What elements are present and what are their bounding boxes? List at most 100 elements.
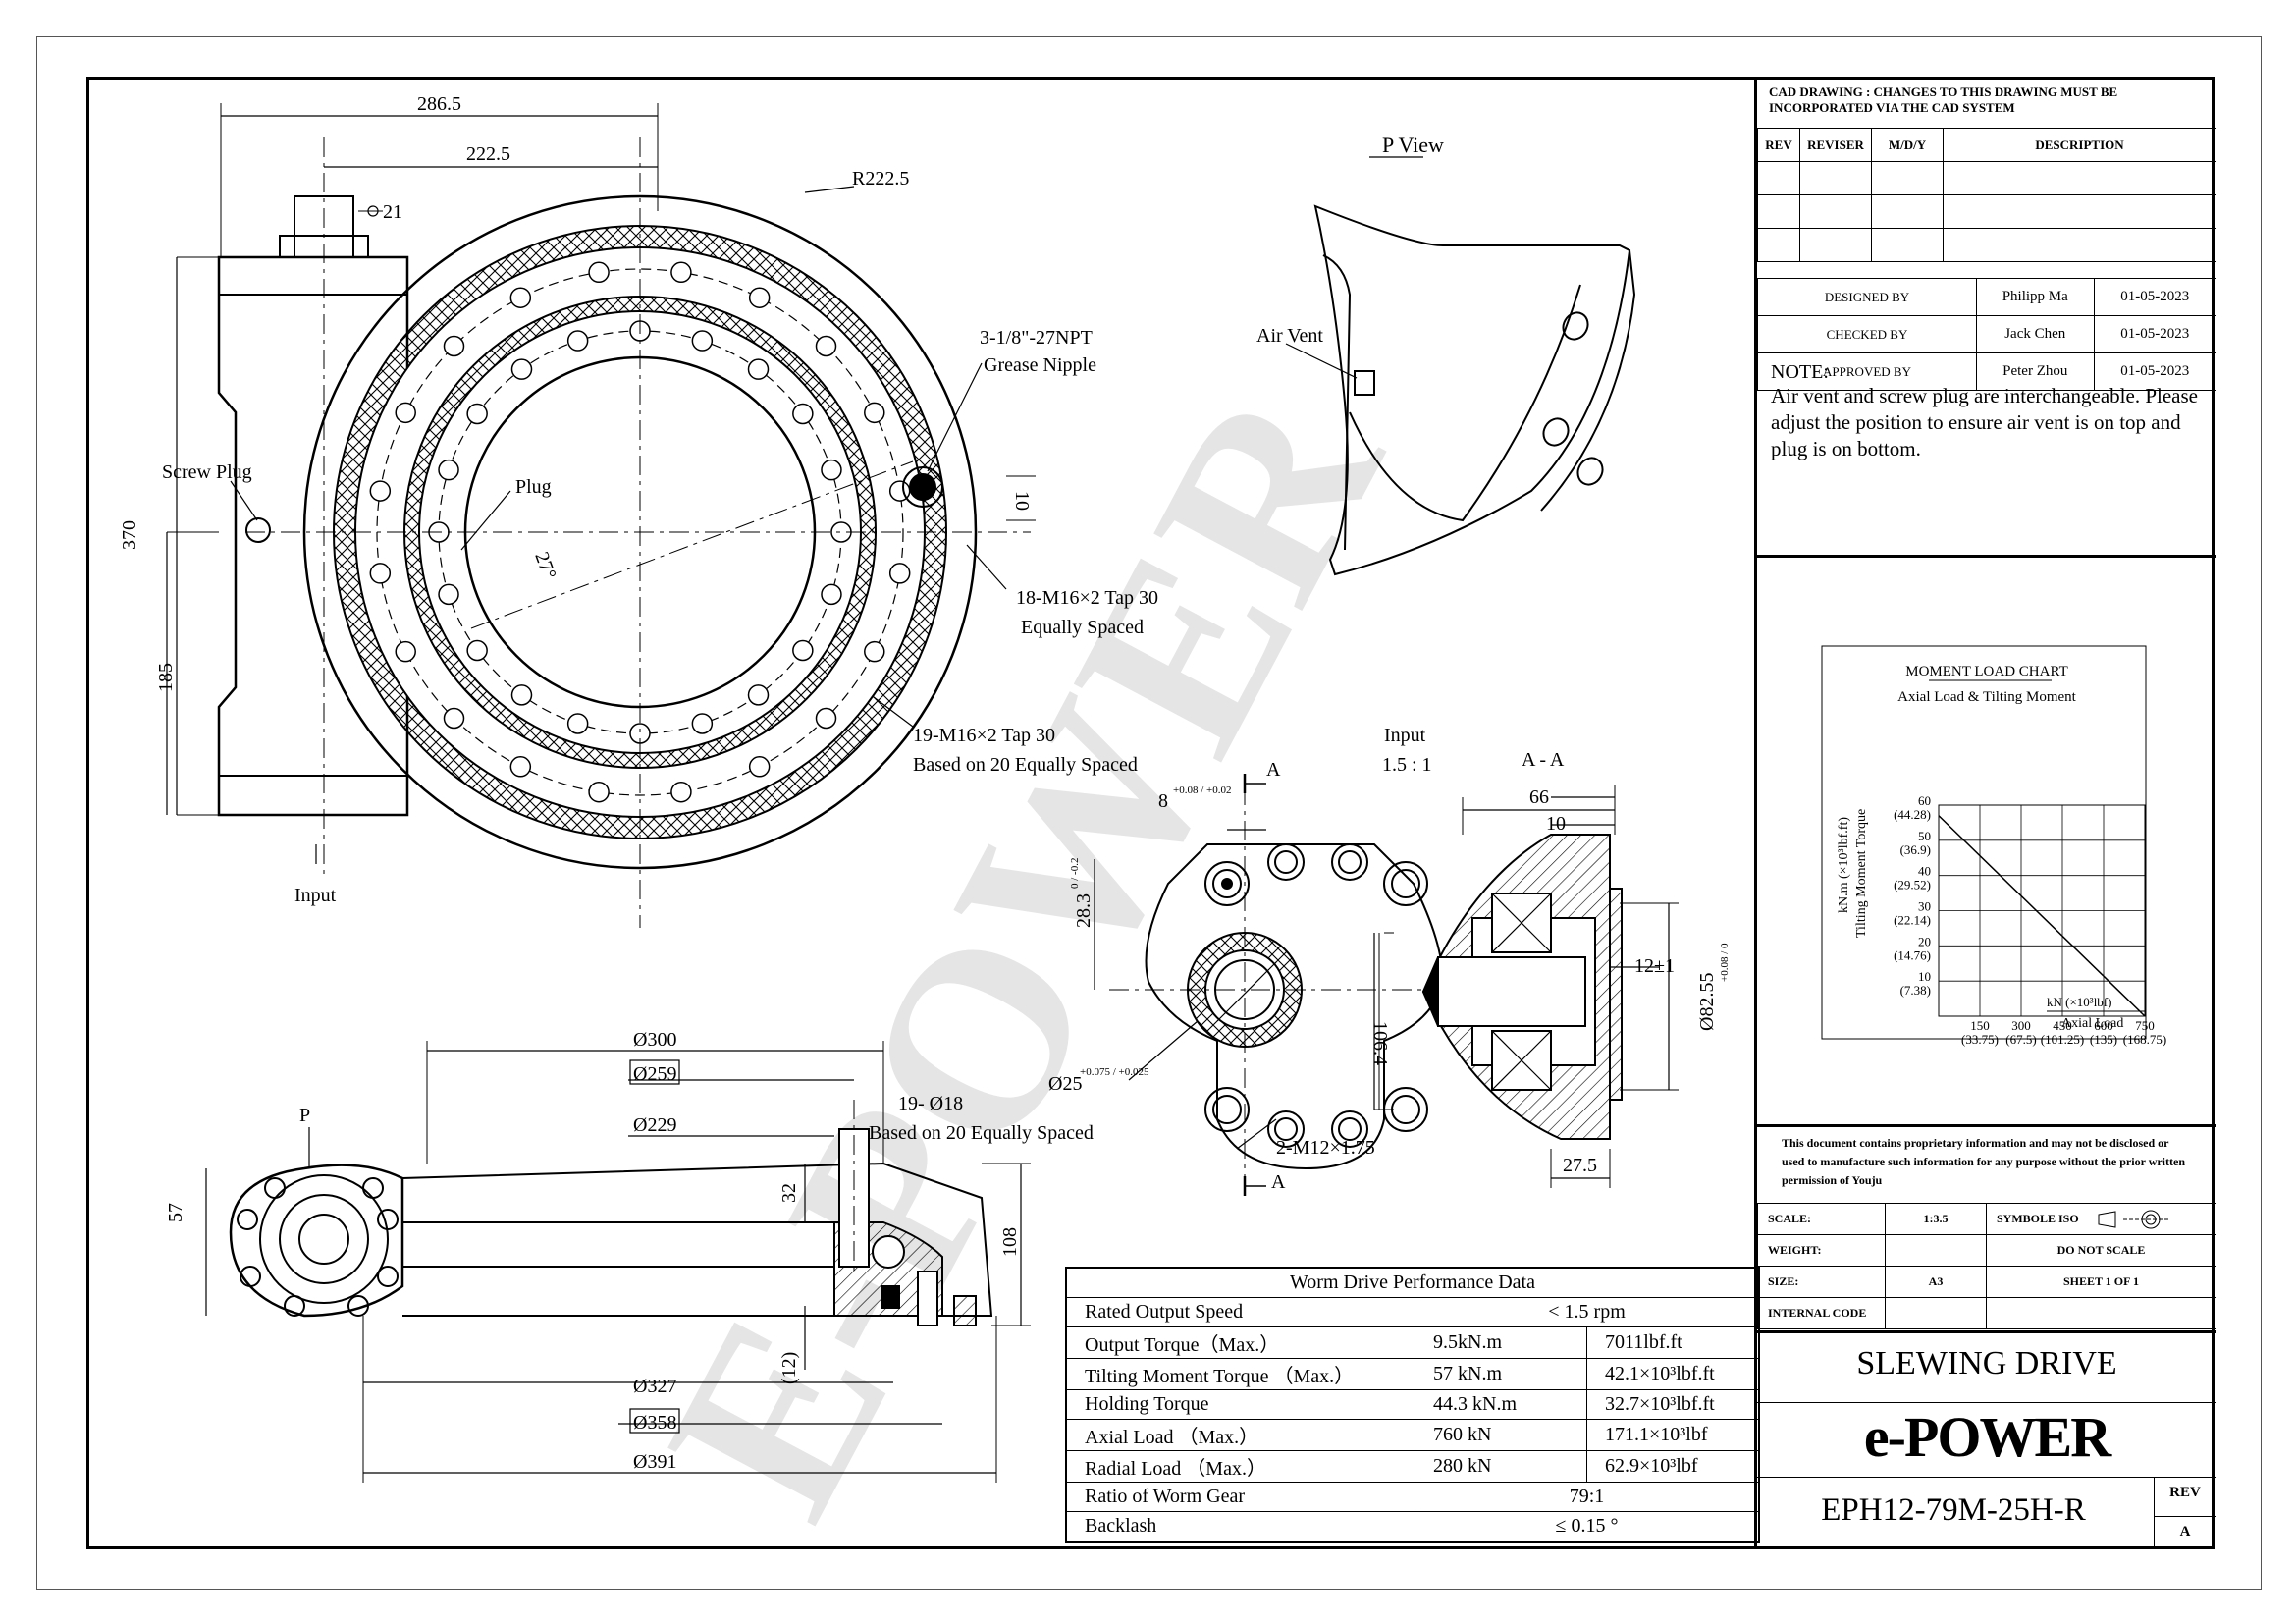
side-dim-12: (12) — [778, 1352, 800, 1384]
bolt-hole — [369, 480, 392, 502]
performance-label: Backlash — [1065, 1511, 1415, 1542]
d300: Ø300 — [633, 1029, 676, 1051]
performance-label: Axial Load （Max.） — [1065, 1419, 1415, 1451]
side-dim-32: 32 — [778, 1183, 800, 1203]
dim-28: 28.3 — [1073, 893, 1095, 928]
bolt-hole — [747, 684, 770, 706]
label-m12: 2-M12×1.75 — [1276, 1137, 1375, 1159]
checked-by: Jack Chen — [1976, 315, 2095, 353]
bolt-hole — [443, 707, 465, 730]
bolt-hole — [670, 781, 692, 803]
bolt-hole — [792, 639, 814, 662]
approval-table: DESIGNED BY Philipp Ma 01-05-2023 CHECKE… — [1757, 278, 2217, 391]
performance-label: Output Torque（Max.） — [1065, 1326, 1415, 1359]
dim-21: 21 — [383, 201, 402, 223]
performance-imperial: 62.9×10³lbf — [1586, 1450, 1760, 1483]
label-tap19b: Based on 20 Equally Spaced — [913, 754, 1138, 776]
input-title: Input — [1384, 725, 1426, 746]
bolt-hole — [466, 403, 488, 425]
rev-header: M/D/Y — [1871, 128, 1944, 162]
holes-label: 19- Ø18 — [898, 1093, 963, 1114]
dim-106: 106.4 — [1369, 1021, 1391, 1065]
dim-r222: R222.5 — [852, 168, 909, 189]
moment-load-chart: MOMENT LOAD CHART Axial Load & Tilting M… — [1821, 645, 2166, 1047]
main-view — [166, 103, 1036, 928]
section-a-top: A — [1266, 759, 1281, 781]
chart-y-tick: (36.9) — [1900, 842, 1931, 857]
dim-25: Ø25 — [1048, 1073, 1082, 1095]
bolt-hole — [691, 330, 714, 352]
approved-date: 01-05-2023 — [2093, 352, 2217, 391]
dim-286: 286.5 — [417, 93, 461, 115]
chart-y-tick: 10 — [1918, 969, 1931, 984]
bolt-hole — [443, 335, 465, 357]
rev-header: REVISER — [1799, 128, 1872, 162]
performance-label: Holding Torque — [1065, 1389, 1415, 1420]
label-tap18a: 18-M16×2 Tap 30 — [1016, 587, 1158, 609]
checked-date: 01-05-2023 — [2093, 315, 2217, 353]
d358: Ø358 — [633, 1412, 676, 1434]
aa-dim-82-tol: +0.08 / 0 — [1719, 943, 1731, 982]
bolt-hole — [815, 707, 837, 730]
bolt-hole — [438, 459, 459, 481]
designed-by-label: DESIGNED BY — [1757, 278, 1977, 316]
chart-x-tick: 600 — [2094, 1018, 2113, 1033]
dim-8-tol: +0.08 / +0.02 — [1173, 785, 1231, 796]
aa-dim-10: 10 — [1546, 813, 1566, 835]
chart-y-tick: (29.52) — [1894, 878, 1931, 893]
chart-x-tick: (101.25) — [2041, 1032, 2084, 1047]
chart-x-tick: 150 — [1970, 1018, 1990, 1033]
performance-metric: 9.5kN.m — [1415, 1326, 1587, 1359]
side-dim-108: 108 — [999, 1227, 1021, 1257]
bolt-hole — [691, 713, 714, 734]
dim-222: 222.5 — [466, 143, 510, 165]
performance-value: < 1.5 rpm — [1415, 1297, 1760, 1327]
product-name: SLEWING DRIVE — [1856, 1345, 2117, 1381]
chart-y-tick: 30 — [1918, 899, 1931, 914]
input-view-labels: Input 1.5 : 1 A A 8 +0.08 / +0.02 28.3 0… — [1048, 725, 1432, 1193]
bolt-hole — [748, 287, 771, 308]
aa-dim-12: 12±1 — [1634, 955, 1675, 977]
info-table: SCALE: 1:3.5 SYMBOLE ISO WEIGHT: DO NOT … — [1757, 1203, 2216, 1329]
chart-x-tick: (135) — [2090, 1032, 2117, 1047]
chart-y-tick: (7.38) — [1900, 983, 1931, 998]
bolt-hole — [748, 756, 771, 778]
bolt-hole — [566, 330, 589, 352]
symbol-label: SYMBOLE ISO — [1997, 1211, 2079, 1225]
label-grease2: Grease Nipple — [984, 354, 1096, 376]
air-vent-label: Air Vent — [1256, 325, 1323, 347]
note-text: Air vent and screw plug are interchangea… — [1771, 384, 2198, 460]
bolt-hole — [395, 402, 416, 424]
performance-imperial: 7011lbf.ft — [1586, 1326, 1760, 1359]
performance-row: Rated Output Speed< 1.5 rpm — [1065, 1297, 1760, 1327]
d229: Ø229 — [633, 1114, 676, 1136]
performance-label: Ratio of Worm Gear — [1065, 1482, 1415, 1512]
rev-header: REV — [1757, 128, 1800, 162]
iso-projection-icon — [2098, 1210, 2170, 1228]
checked-by-label: CHECKED BY — [1757, 315, 1977, 353]
performance-imperial: 42.1×10³lbf.ft — [1586, 1358, 1760, 1390]
chart-y-tick: (14.76) — [1894, 947, 1931, 962]
aa-dim-66: 66 — [1529, 786, 1549, 808]
size-label: SIZE: — [1757, 1266, 1886, 1298]
bolt-hole — [670, 261, 692, 284]
side-view-labels: P Ø300 Ø259 Ø229 19- Ø18 Based on 20 Equ… — [165, 1029, 1094, 1473]
label-tap19a: 19-M16×2 Tap 30 — [913, 725, 1055, 746]
part-number: EPH12-79M-25H-R — [1821, 1492, 2086, 1528]
label-plug: Plug — [515, 476, 552, 498]
dim-370: 370 — [119, 520, 140, 550]
label-tap18b: Equally Spaced — [1021, 617, 1144, 638]
approved-by-label: APPROVED BY — [1757, 352, 1977, 391]
bolt-hole — [510, 358, 533, 380]
chart-ylabel: kN.m (×10³lbf.ft) — [1837, 817, 1851, 913]
do-not-scale: DO NOT SCALE — [1986, 1234, 2216, 1267]
chart-subtitle: Axial Load & Tilting Moment — [1897, 689, 2077, 705]
section-aa-title: A - A — [1522, 749, 1565, 771]
cad-note: CAD DRAWING : CHANGES TO THIS DRAWING MU… — [1769, 84, 2118, 115]
input-scale: 1.5 : 1 — [1382, 754, 1432, 776]
section-aa-view — [1421, 785, 1679, 1188]
